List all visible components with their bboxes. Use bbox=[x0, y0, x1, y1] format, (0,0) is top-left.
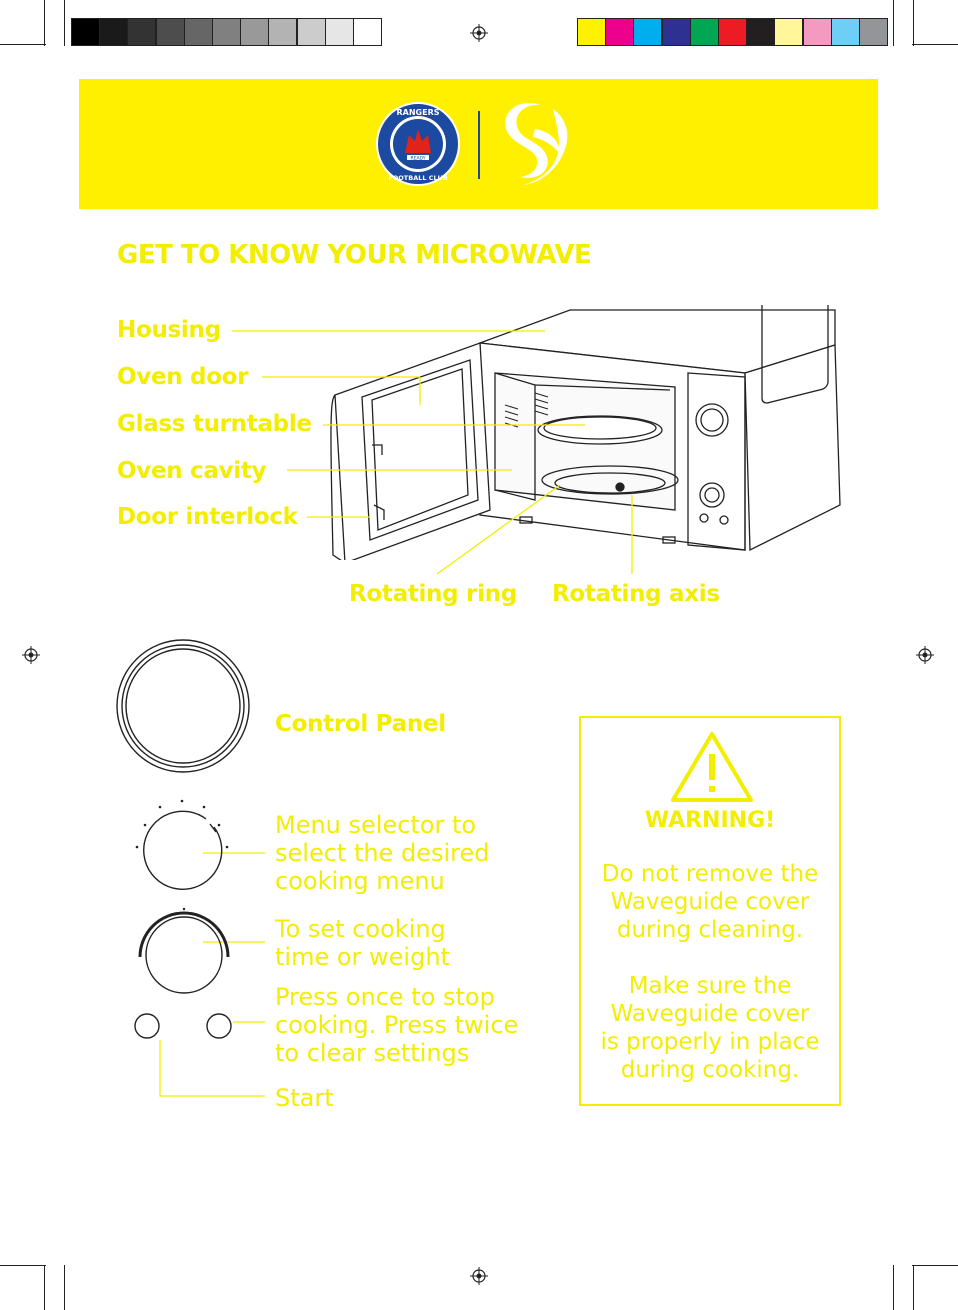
stop-button-icon bbox=[206, 1013, 232, 1039]
gray-swatch bbox=[296, 18, 326, 46]
start-button-icon bbox=[134, 1013, 160, 1039]
warning-text-cleaning: Do not remove the Waveguide cover during… bbox=[601, 861, 819, 943]
svg-text:FOOTBALL CLUB: FOOTBALL CLUB bbox=[388, 174, 447, 182]
timer-description: To set cooking time or weight bbox=[275, 915, 450, 971]
crop-mark bbox=[0, 44, 46, 45]
process-swatch bbox=[718, 18, 747, 46]
control-panel-title: Control Panel bbox=[275, 711, 446, 737]
process-swatch bbox=[859, 18, 888, 46]
header-banner: RANGERS FOOTBALL CLUB READY bbox=[79, 79, 878, 209]
process-swatch bbox=[689, 18, 719, 46]
swan-logo-icon bbox=[505, 102, 568, 185]
svg-text:READY: READY bbox=[410, 156, 425, 162]
registration-mark-icon bbox=[916, 646, 934, 664]
start-description: Start bbox=[275, 1084, 334, 1112]
crop-mark bbox=[913, 1265, 914, 1310]
warning-triangle-icon bbox=[671, 732, 753, 802]
gray-swatch bbox=[71, 18, 100, 46]
gray-swatch bbox=[127, 18, 157, 46]
label-rotating-ring: Rotating ring bbox=[349, 581, 517, 607]
registration-mark-icon bbox=[470, 24, 488, 42]
label-oven-door: Oven door bbox=[117, 364, 249, 390]
rangers-club-badge-icon: RANGERS FOOTBALL CLUB READY bbox=[376, 102, 460, 186]
menu-selector-knob-icon bbox=[135, 799, 229, 890]
gray-swatch bbox=[99, 18, 129, 46]
label-glass-turntable: Glass turntable bbox=[117, 411, 312, 437]
crop-mark bbox=[64, 1265, 65, 1310]
registration-mark-icon bbox=[22, 646, 40, 664]
gray-swatch bbox=[268, 18, 298, 46]
crop-mark bbox=[893, 0, 894, 46]
logo-divider bbox=[478, 111, 480, 179]
label-door-interlock: Door interlock bbox=[117, 504, 298, 530]
svg-text:RANGERS: RANGERS bbox=[397, 108, 440, 117]
process-swatch bbox=[830, 18, 860, 46]
crop-mark bbox=[0, 1265, 46, 1266]
gray-swatch bbox=[324, 18, 354, 46]
crop-mark bbox=[912, 1265, 958, 1266]
process-swatch bbox=[774, 18, 804, 46]
warning-text-cooking: Make sure the Waveguide cover is properl… bbox=[600, 973, 820, 1083]
label-housing: Housing bbox=[117, 317, 221, 343]
timer-knob-icon bbox=[138, 907, 230, 994]
stop-description: Press once to stop cooking. Press twice … bbox=[275, 983, 519, 1067]
crop-mark bbox=[913, 0, 914, 46]
process-swatch bbox=[802, 18, 832, 46]
crop-mark bbox=[44, 1265, 45, 1310]
registration-mark-icon bbox=[470, 1267, 488, 1285]
gray-swatch bbox=[183, 18, 213, 46]
process-swatch bbox=[577, 18, 606, 46]
crop-mark bbox=[912, 44, 958, 45]
warning-title: WARNING! bbox=[644, 808, 776, 833]
crop-mark bbox=[44, 0, 45, 46]
crop-mark bbox=[893, 1265, 894, 1310]
page-title: GET TO KNOW YOUR MICROWAVE bbox=[117, 240, 592, 270]
crop-mark bbox=[64, 0, 65, 46]
label-rotating-axis: Rotating axis bbox=[552, 581, 720, 607]
label-oven-cavity: Oven cavity bbox=[117, 458, 267, 484]
warning-box: WARNING! Do not remove the Waveguide cov… bbox=[579, 716, 841, 1106]
menu-selector-description: Menu selector to select the desired cook… bbox=[275, 811, 490, 895]
microwave-illustration bbox=[330, 305, 841, 560]
control-panel-dial-icon bbox=[116, 639, 250, 773]
gray-swatch bbox=[353, 18, 382, 46]
